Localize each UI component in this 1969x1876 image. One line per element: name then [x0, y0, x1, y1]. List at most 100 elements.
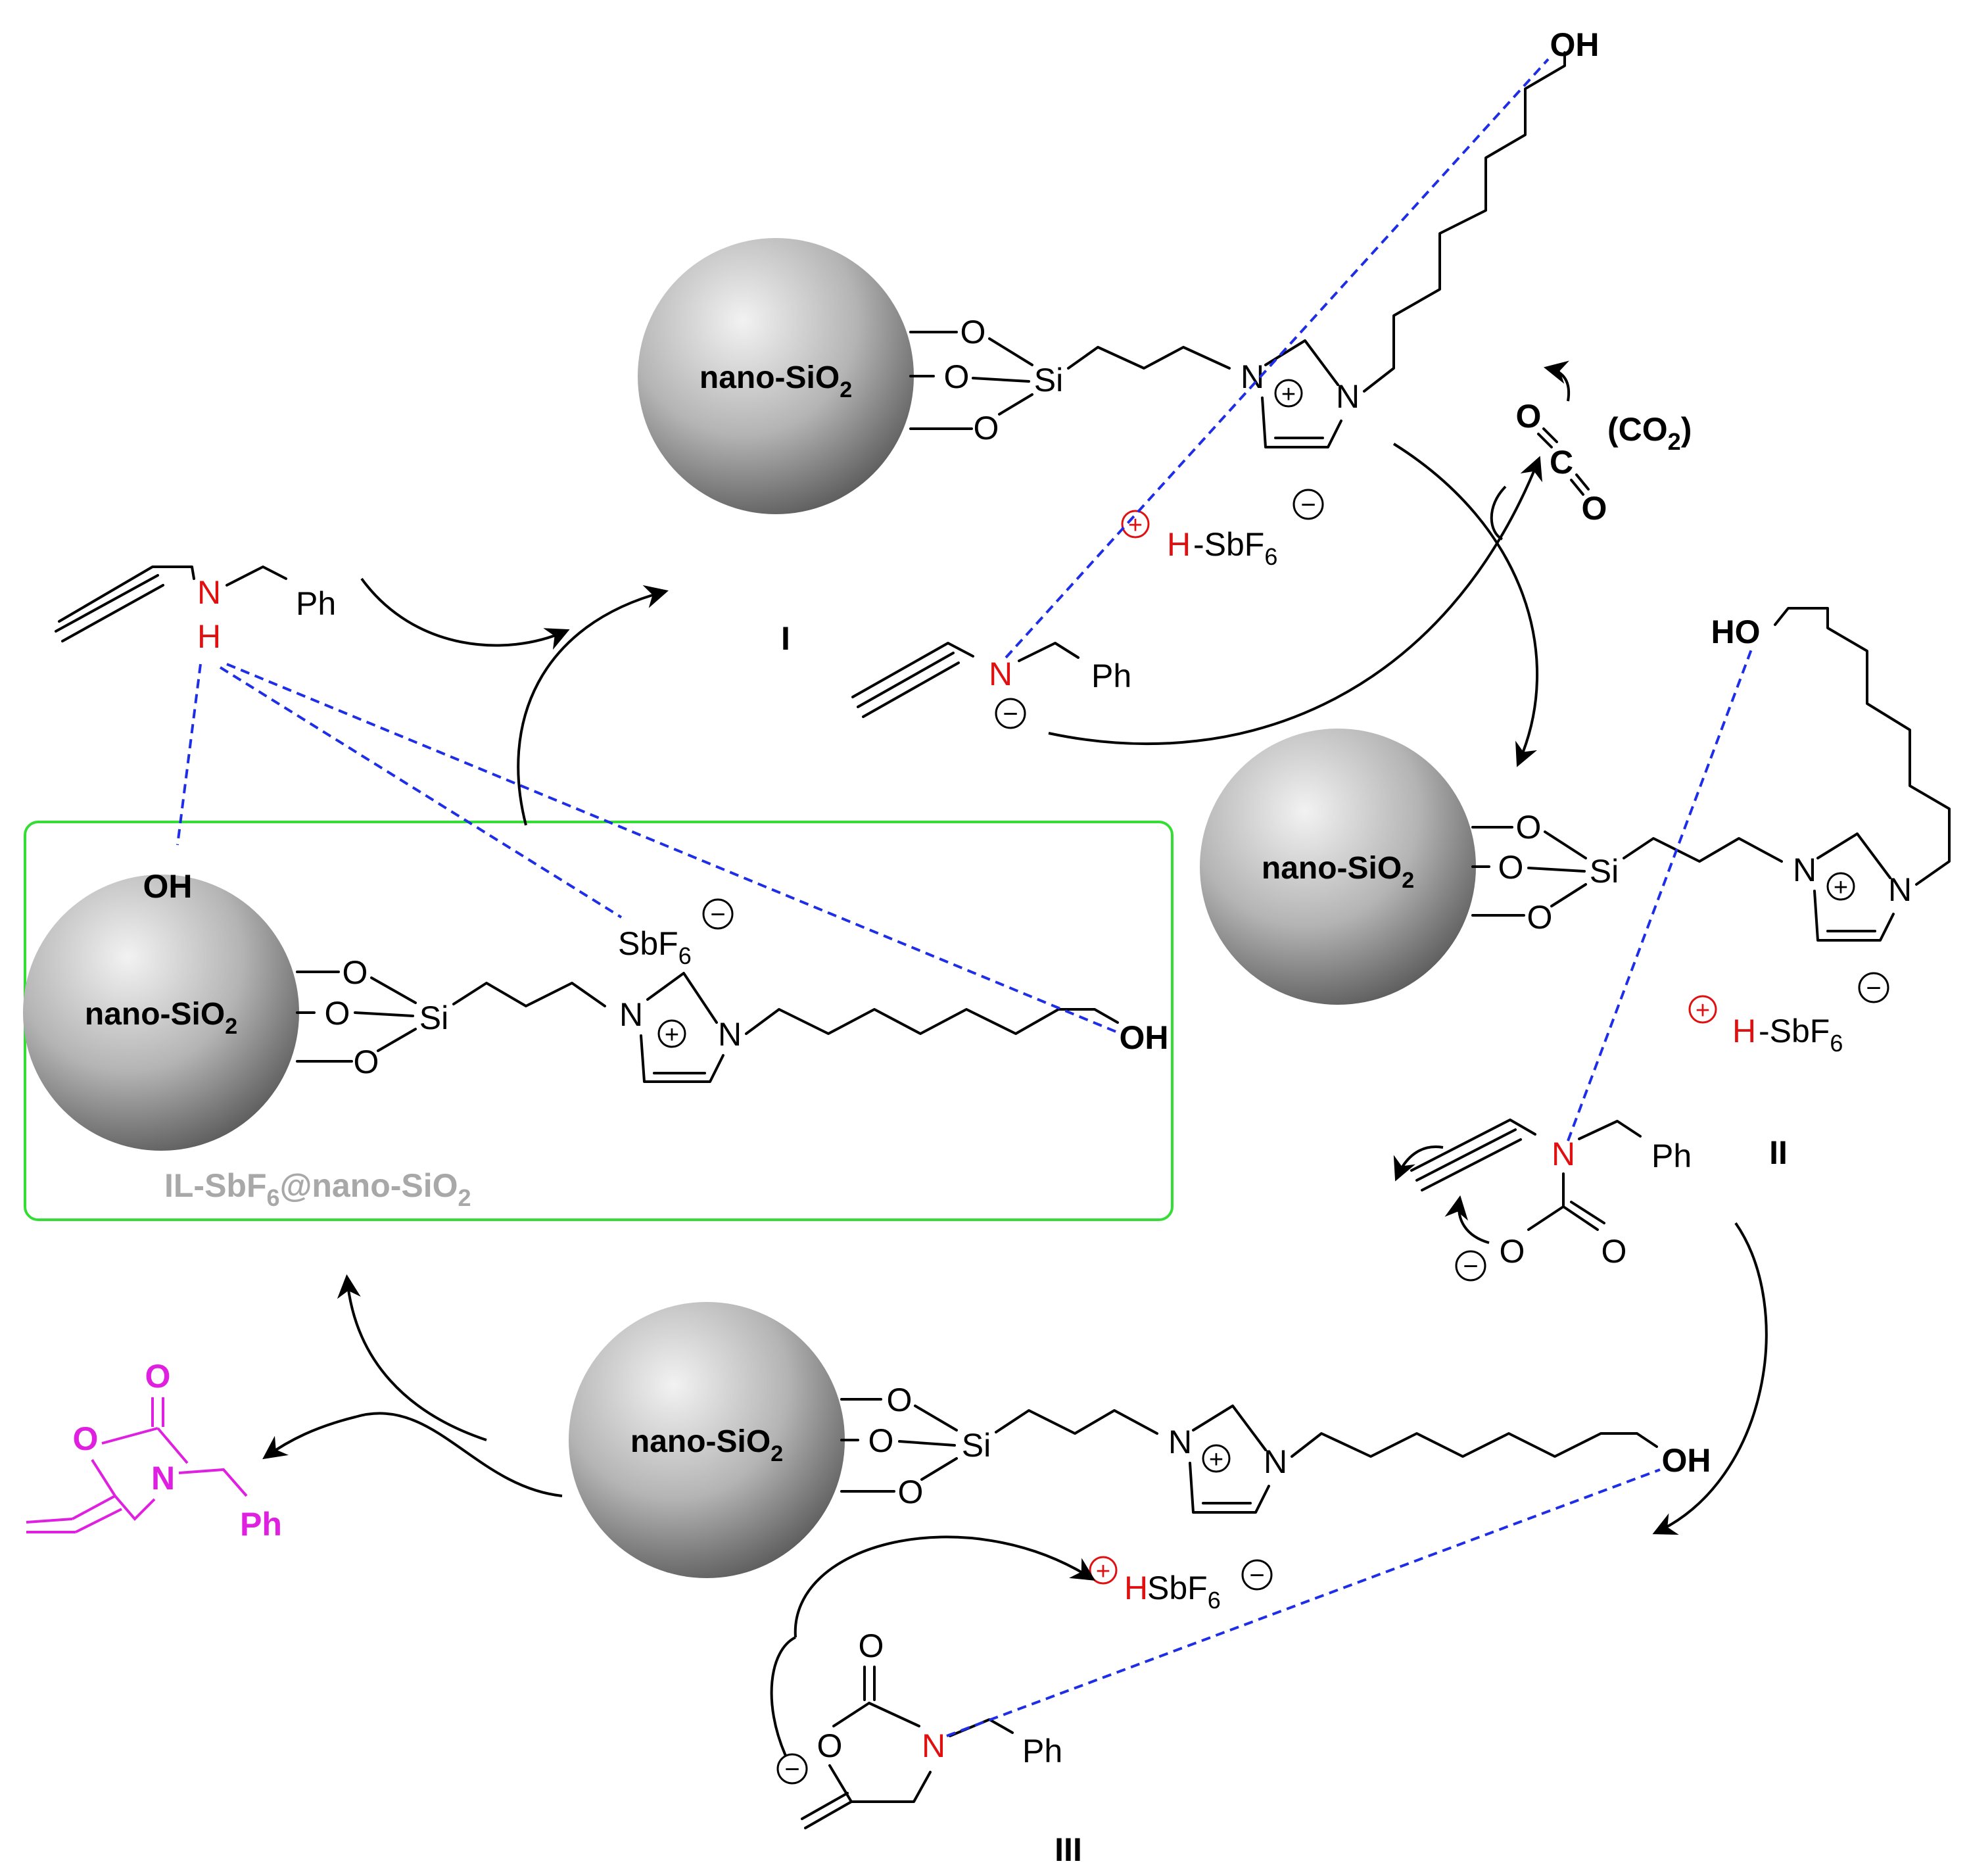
sphere-label-I: nano-SiO2 [700, 360, 852, 402]
svg-text:Si: Si [1590, 853, 1619, 890]
svg-text:O: O [859, 1627, 884, 1664]
arrow-regenerate-catalyst [337, 1274, 487, 1441]
svg-text:-SbF6: -SbF6 [1193, 526, 1277, 570]
svg-text:Si: Si [962, 1427, 991, 1464]
siloxane-linkage-II: O O O Si [1471, 809, 1783, 936]
arrow-substrate-in [360, 577, 570, 650]
surface-oh-label: OH [143, 868, 193, 905]
arrow-III-to-product [262, 1412, 563, 1497]
svg-text:SbF6: SbF6 [618, 925, 692, 969]
svg-text:Si: Si [419, 999, 448, 1036]
svg-text:O: O [1500, 1233, 1525, 1270]
svg-text:SbF6: SbF6 [1147, 1570, 1221, 1614]
svg-text:−: − [1463, 1252, 1478, 1281]
nano-sio2-sphere-II [1200, 729, 1476, 1005]
svg-text:+: + [1128, 512, 1143, 539]
siloxane-linkage-I: O O O Si [909, 314, 1231, 446]
svg-text:O: O [868, 1422, 894, 1459]
imidazolium-III: N N + OH [1168, 1405, 1711, 1514]
hbond-II-n-to-ho [1567, 647, 1753, 1142]
svg-text:−: − [1300, 491, 1316, 519]
svg-text:O: O [1527, 899, 1553, 936]
svg-text:N: N [1552, 1136, 1575, 1172]
counterion-II: + H -SbF6 − [1688, 972, 1889, 1057]
svg-text:H: H [1732, 1013, 1756, 1049]
svg-text:O: O [1516, 398, 1542, 435]
svg-text:HO: HO [1711, 613, 1761, 650]
svg-text:+: + [1096, 1558, 1110, 1585]
svg-text:O: O [325, 995, 350, 1032]
svg-text:OH: OH [1662, 1442, 1711, 1479]
amide-anion-I: N − Ph [851, 642, 1131, 729]
svg-text:+: + [665, 1021, 679, 1049]
intermediate-label-I: I [781, 620, 790, 657]
svg-text:N: N [1888, 871, 1912, 908]
svg-text:O: O [1601, 1233, 1627, 1270]
svg-text:O: O [354, 1044, 379, 1080]
svg-text:Si: Si [1034, 362, 1063, 398]
oxazolidinone-anion-III: O O N Ph − [776, 1627, 1062, 1829]
svg-text:H: H [197, 618, 221, 655]
svg-text:N: N [1336, 378, 1360, 415]
svg-text:O: O [145, 1358, 171, 1395]
svg-text:O: O [73, 1420, 99, 1457]
svg-text:+: + [1209, 1446, 1223, 1474]
imidazolium-II: N N + HO [1711, 607, 1951, 942]
svg-text:N: N [718, 1016, 742, 1053]
arrow-III-anion-curl [770, 1636, 796, 1756]
propargylamine-substrate: N H Ph [55, 565, 336, 655]
co2-molecule: O C O (CO2) [1516, 398, 1692, 527]
siloxane-linkage-III: O O O Si [840, 1382, 1158, 1510]
hbond-I-n-to-oh [1005, 58, 1550, 659]
carbamate-II: N Ph O O − [1410, 1118, 1692, 1282]
intermediate-label-II: II [1769, 1134, 1788, 1171]
oxazolidinone-product: O O N Ph [26, 1358, 282, 1543]
counterion-I: + H -SbF6 − [1121, 489, 1324, 570]
hbond-III-n-to-oh [946, 1468, 1661, 1737]
svg-text:Ph: Ph [1022, 1733, 1062, 1769]
hbond-nh-to-surface-oh [176, 663, 202, 846]
svg-text:O: O [887, 1382, 913, 1418]
counterion-III: + H SbF6 − [1089, 1556, 1273, 1614]
svg-text:O: O [343, 954, 368, 991]
svg-text:OH: OH [1120, 1019, 1169, 1056]
svg-text:N: N [197, 574, 221, 611]
arrow-II-oxygen-attack [1444, 1195, 1490, 1244]
arrow-catalyst-to-I [517, 585, 669, 826]
arrow-I-to-II [1392, 443, 1539, 767]
svg-text:N: N [1264, 1443, 1287, 1480]
svg-text:−: − [1249, 1561, 1264, 1590]
svg-text:N: N [922, 1727, 945, 1764]
svg-text:O: O [961, 314, 986, 350]
svg-text:H: H [1124, 1570, 1148, 1606]
svg-text:-SbF6: -SbF6 [1759, 1013, 1843, 1057]
hbond-nh-to-sbf6 [219, 666, 623, 919]
svg-text:N: N [1168, 1424, 1192, 1460]
svg-text:+: + [1696, 997, 1710, 1024]
svg-text:+: + [1834, 874, 1848, 902]
arrow-proton-transfer [794, 1535, 1096, 1638]
sphere-label-II: nano-SiO2 [1262, 851, 1414, 893]
imidazolium-catalyst: N N + OH [619, 972, 1169, 1083]
nano-sio2-sphere-I [638, 238, 914, 514]
svg-text:O: O [1516, 809, 1542, 846]
svg-text:N: N [1793, 852, 1816, 888]
intermediate-label-III: III [1055, 1831, 1082, 1868]
svg-text:C: C [1550, 444, 1573, 481]
siloxane-linkage-catalyst: O O O Si [296, 954, 606, 1080]
svg-text:−: − [784, 1755, 799, 1784]
nano-sio2-sphere-catalyst [23, 875, 299, 1151]
svg-text:Ph: Ph [1651, 1138, 1692, 1174]
svg-text:Ph: Ph [296, 585, 336, 622]
arrow-II-alkyne-curl [1393, 1145, 1444, 1182]
arrow-II-to-III [1652, 1222, 1768, 1535]
svg-text:OH: OH [1550, 26, 1600, 63]
svg-text:O: O [1582, 490, 1607, 527]
arrow-amide-attack-co2 [1048, 456, 1542, 746]
svg-text:N: N [619, 996, 643, 1033]
svg-text:−: − [1866, 974, 1881, 1003]
imidazolium-I: N N + OH [1241, 26, 1600, 448]
arrow-co2-electron [1543, 360, 1571, 402]
svg-text:Ph: Ph [1091, 658, 1131, 694]
